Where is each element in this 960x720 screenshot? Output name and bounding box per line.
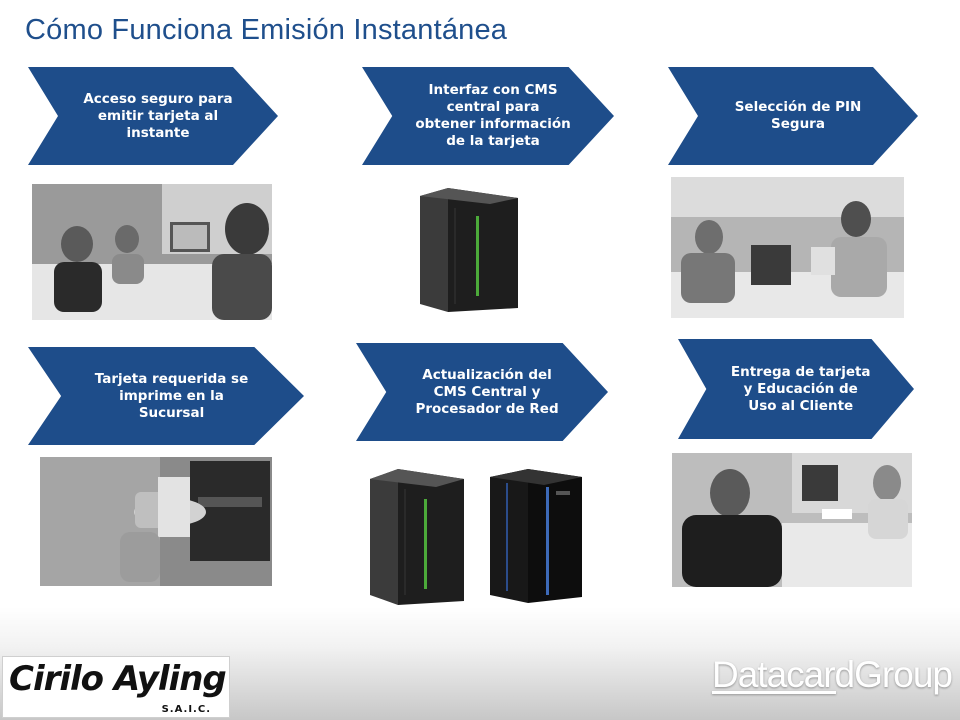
datacard-logo-text: Datacard xyxy=(712,654,855,695)
step-1-chevron: Acceso seguro para emitir tarjeta al ins… xyxy=(28,67,278,165)
page-title: Cómo Funciona Emisión Instantánea xyxy=(25,14,508,46)
datacard-group-logo: DatacardGroup xyxy=(712,654,953,696)
cirilo-ayling-logo-text: Cirilo Ayling xyxy=(9,659,227,699)
step-2-chevron: Interfaz con CMS central para obtener in… xyxy=(362,67,614,165)
step-2-label: Interfaz con CMS central para obtener in… xyxy=(415,82,571,149)
server-rack-gray-illustration xyxy=(368,467,466,607)
step-4-label: Tarjeta requerida se imprime en la Sucur… xyxy=(94,370,249,421)
photo-card-printer xyxy=(40,457,272,586)
photo-pin-selection xyxy=(671,177,904,318)
step-5-chevron: Actualización del CMS Central y Procesad… xyxy=(356,343,608,441)
server-rack-blue-illustration xyxy=(488,467,584,605)
step-4-chevron: Tarjeta requerida se imprime en la Sucur… xyxy=(28,347,304,445)
photo-card-delivery xyxy=(672,453,912,587)
step-1-label: Acceso seguro para emitir tarjeta al ins… xyxy=(83,90,233,141)
step-3-chevron: Selección de PIN Segura xyxy=(668,67,918,165)
datacard-logo-underline xyxy=(712,691,836,694)
step-5-label: Actualización del CMS Central y Procesad… xyxy=(415,366,559,417)
server-rack-illustration xyxy=(418,186,520,314)
step-6-label: Entrega de tarjeta y Educación de Uso al… xyxy=(730,363,871,414)
group-logo-text: Group xyxy=(854,654,953,695)
photo-office-meeting xyxy=(32,184,272,320)
cirilo-ayling-logo-sub: S.A.I.C. xyxy=(161,704,211,715)
cirilo-ayling-logo: Cirilo Ayling S.A.I.C. xyxy=(2,656,230,718)
step-6-chevron: Entrega de tarjeta y Educación de Uso al… xyxy=(678,339,914,439)
step-3-label: Selección de PIN Segura xyxy=(734,99,862,132)
